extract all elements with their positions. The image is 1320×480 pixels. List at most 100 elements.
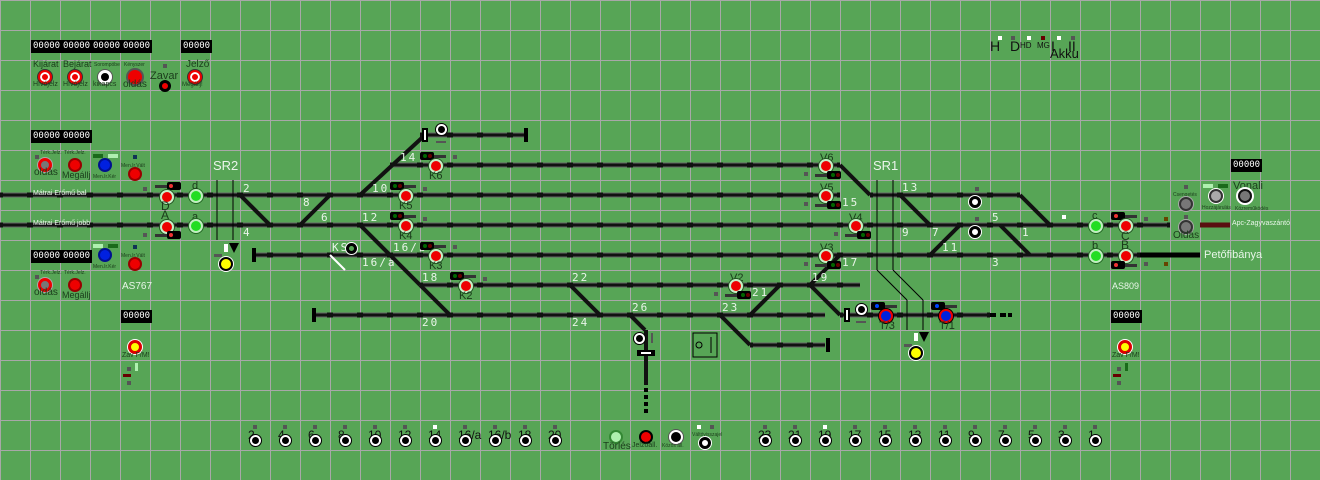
switch-button-18[interactable] bbox=[520, 435, 531, 446]
track-line-2-dark bbox=[1200, 222, 1230, 228]
switch-button-14[interactable] bbox=[430, 435, 441, 446]
signal-head-V4 bbox=[845, 231, 871, 239]
switch-button-17[interactable] bbox=[850, 435, 861, 446]
zav-fm-right-button[interactable] bbox=[1118, 340, 1132, 354]
sorompo-kikapcs-button[interactable] bbox=[98, 70, 112, 84]
apc-lamp bbox=[1062, 215, 1066, 219]
signal-V3[interactable] bbox=[819, 249, 833, 263]
switch-button-10[interactable] bbox=[370, 435, 381, 446]
block-as809-label: AS809 bbox=[1112, 281, 1140, 291]
signal-c[interactable] bbox=[1089, 219, 1103, 233]
switch-button-15[interactable] bbox=[880, 435, 891, 446]
signal-K5[interactable] bbox=[399, 189, 413, 203]
switch-lamp-7 bbox=[1003, 425, 1007, 429]
right-low-lamp-1 bbox=[1117, 367, 1121, 371]
kenyszer-oldas-button[interactable] bbox=[128, 70, 142, 84]
switch-button-3[interactable] bbox=[1060, 435, 1071, 446]
signal-K4[interactable] bbox=[399, 219, 413, 233]
signal-V6[interactable] bbox=[819, 159, 833, 173]
switch-label-24: 24 bbox=[572, 316, 590, 329]
signal-T1[interactable] bbox=[939, 309, 953, 323]
terk-jelz-oldas-button[interactable] bbox=[38, 158, 52, 172]
jelzo-all-button[interactable] bbox=[639, 430, 653, 444]
kijarat-hivojelz-button[interactable] bbox=[38, 70, 52, 84]
oldas-button[interactable] bbox=[1179, 220, 1193, 234]
t-stub-button[interactable] bbox=[856, 304, 867, 315]
csengetes-lamp bbox=[1184, 185, 1188, 189]
stub-top-button[interactable] bbox=[436, 124, 447, 135]
signal-B[interactable] bbox=[1119, 249, 1133, 263]
switch-lamp-21 bbox=[793, 425, 797, 429]
spur-26-button[interactable] bbox=[634, 333, 645, 344]
track-13-button[interactable] bbox=[969, 196, 981, 208]
kozos-all-button[interactable] bbox=[669, 430, 683, 444]
switch-button-9[interactable] bbox=[970, 435, 981, 446]
csengetes-button[interactable] bbox=[1179, 197, 1193, 211]
switch-button-2[interactable] bbox=[250, 435, 261, 446]
hozzajarulas-button[interactable] bbox=[1209, 189, 1223, 203]
signal-a[interactable] bbox=[189, 219, 203, 233]
switch-button-5[interactable] bbox=[1030, 435, 1041, 446]
men-ir-ker-low-button[interactable] bbox=[98, 248, 112, 262]
switch-lamp-20 bbox=[553, 425, 557, 429]
terk-jelz-megallj-low-button[interactable] bbox=[68, 278, 82, 292]
switch-button-16b[interactable] bbox=[490, 435, 501, 446]
switch-button-20[interactable] bbox=[550, 435, 561, 446]
signal-K2[interactable] bbox=[459, 279, 473, 293]
crossing-left-button[interactable] bbox=[219, 257, 233, 271]
switch-button-16a[interactable] bbox=[460, 435, 471, 446]
signal-V4[interactable] bbox=[849, 219, 863, 233]
signal-D[interactable] bbox=[160, 190, 174, 204]
track-5-button[interactable] bbox=[969, 226, 981, 238]
switch-button-13[interactable] bbox=[910, 435, 921, 446]
switch-button-21[interactable] bbox=[790, 435, 801, 446]
jelzo-bottom-label: Megállj! bbox=[182, 82, 203, 88]
switch-button-19[interactable] bbox=[820, 435, 831, 446]
signal-T3[interactable] bbox=[879, 309, 893, 323]
switch-label-12: 12 bbox=[362, 211, 380, 224]
switch-button-11[interactable] bbox=[940, 435, 951, 446]
switch-button-12[interactable] bbox=[400, 435, 411, 446]
switch-button-8[interactable] bbox=[340, 435, 351, 446]
switch-button-7[interactable] bbox=[1000, 435, 1011, 446]
terk-jelz-oldas-low-button[interactable] bbox=[38, 278, 52, 292]
terk-jelz-megallj-button[interactable] bbox=[68, 158, 82, 172]
csengetes-label: Csengetés bbox=[1173, 192, 1197, 198]
ks-button[interactable] bbox=[346, 243, 357, 254]
jelzo-megallj-button[interactable] bbox=[188, 70, 202, 84]
valto-visszaj-button[interactable] bbox=[699, 437, 711, 449]
switch-lamp-14 bbox=[433, 425, 437, 429]
signal-head-T3 bbox=[871, 302, 897, 310]
switch-button-4[interactable] bbox=[280, 435, 291, 446]
torles-button[interactable] bbox=[609, 430, 623, 444]
signal-V3-lamp bbox=[804, 262, 808, 266]
crossing-right-gray bbox=[904, 344, 912, 347]
men-ir-ker-button[interactable] bbox=[98, 158, 112, 172]
signal-V5[interactable] bbox=[819, 189, 833, 203]
signal-V2[interactable] bbox=[729, 279, 743, 293]
signal-K3[interactable] bbox=[429, 249, 443, 263]
switch-lamp-19 bbox=[823, 425, 827, 429]
vonali-button[interactable] bbox=[1238, 189, 1252, 203]
men-ir-valt-low-lamp bbox=[133, 245, 137, 249]
men-ir-valt-button[interactable] bbox=[128, 167, 142, 181]
hozzajarulas-label: Hozzájárulás bbox=[1202, 205, 1231, 211]
direction-arrow-left-icon bbox=[108, 154, 118, 158]
signal-D-lamp bbox=[143, 187, 147, 191]
signal-d[interactable] bbox=[189, 189, 203, 203]
crossing-right-button[interactable] bbox=[909, 346, 923, 360]
track-line-13 bbox=[870, 192, 1020, 198]
switch-label-1: 1 bbox=[1022, 226, 1031, 239]
signal-b[interactable] bbox=[1089, 249, 1103, 263]
switch-button-23[interactable] bbox=[760, 435, 771, 446]
bejarat-hivojelz-button[interactable] bbox=[68, 70, 82, 84]
signal-K6[interactable] bbox=[429, 159, 443, 173]
zav-fm-left-button[interactable] bbox=[128, 340, 142, 354]
signal-label-B: B bbox=[1121, 238, 1130, 252]
signal-C[interactable] bbox=[1119, 219, 1133, 233]
right-low-green-bar bbox=[1125, 363, 1128, 371]
men-ir-valt-low-button[interactable] bbox=[128, 257, 142, 271]
switch-button-6[interactable] bbox=[310, 435, 321, 446]
switch-button-1[interactable] bbox=[1090, 435, 1101, 446]
zavar-button[interactable] bbox=[159, 80, 171, 92]
